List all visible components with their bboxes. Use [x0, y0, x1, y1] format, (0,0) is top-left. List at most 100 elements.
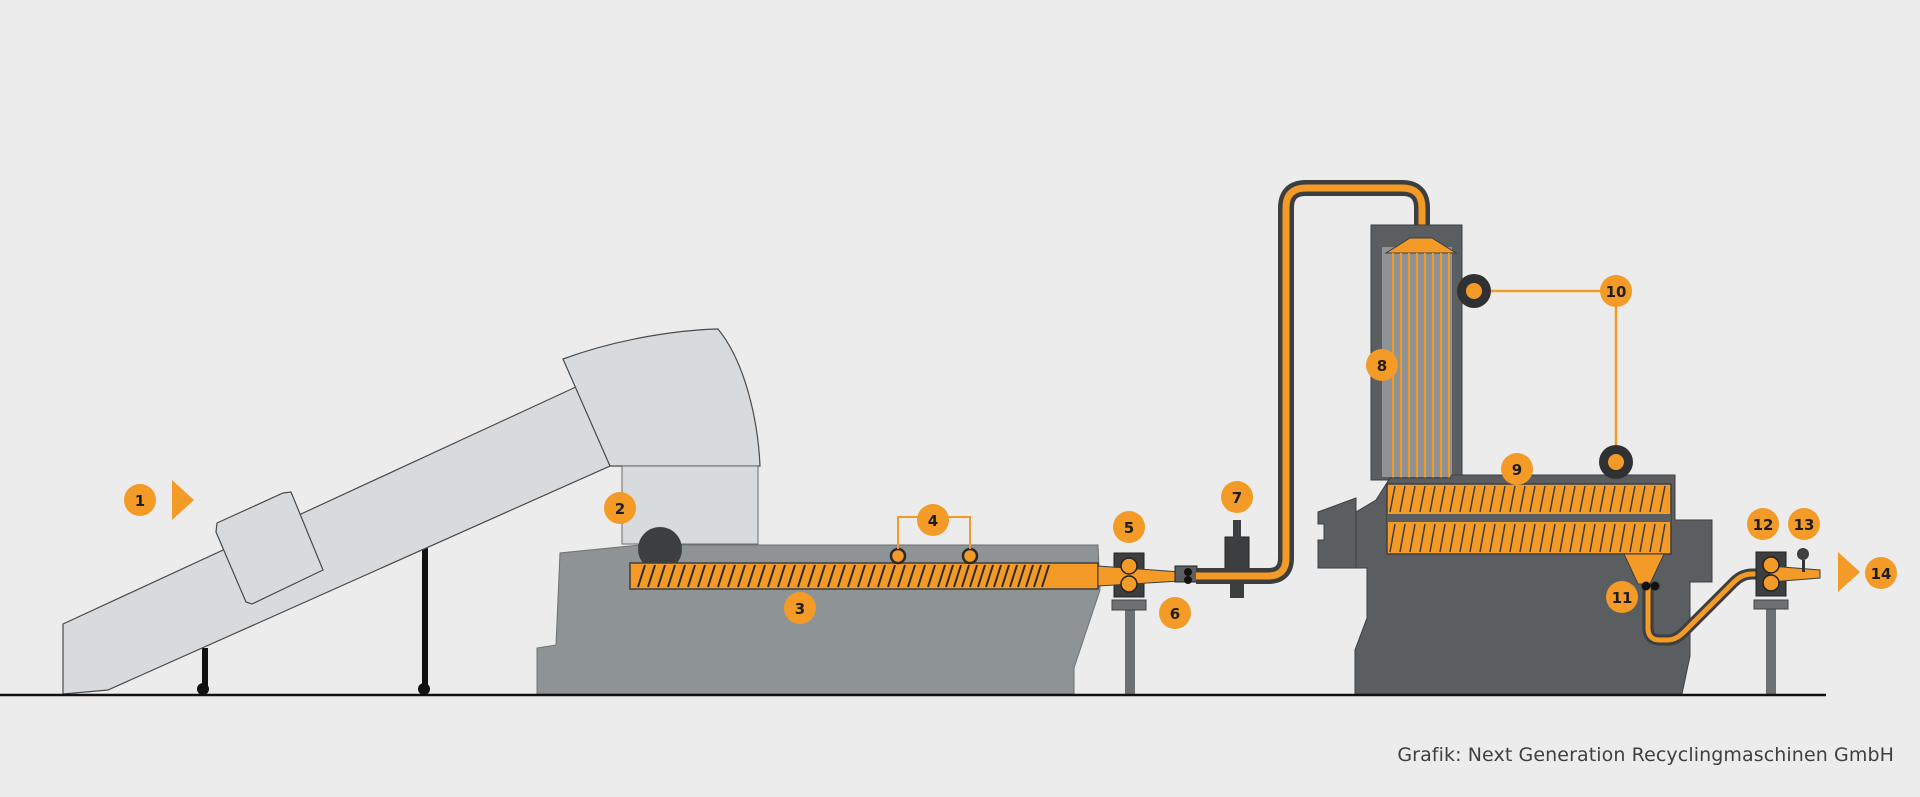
- screw-flight: [817, 564, 826, 588]
- reactor-paddle: [1409, 523, 1416, 553]
- conveyor-wheel-rear: [418, 683, 430, 695]
- callout-1: 1: [124, 484, 156, 516]
- reactor-paddle: [1539, 485, 1546, 513]
- reactor-paddle: [1399, 523, 1406, 553]
- screw-flight: [667, 564, 676, 588]
- vacuum-system: [1457, 274, 1633, 479]
- melt-pump-rotor-a: [1184, 568, 1192, 576]
- viscosity-sensor-head: [1797, 548, 1809, 560]
- reactor-paddle: [1529, 523, 1536, 553]
- vacuum-pump-lower-core: [1608, 454, 1624, 470]
- callout-label: 3: [795, 600, 805, 618]
- reactor-paddle: [1629, 485, 1636, 513]
- screw-flight: [657, 564, 666, 588]
- callout-label: 9: [1512, 461, 1522, 479]
- callout-12: 12: [1747, 508, 1779, 540]
- reactor-paddle: [1619, 485, 1626, 513]
- final-screen-changer: [1753, 548, 1821, 694]
- screw-flight: [717, 564, 726, 588]
- reactor-paddle: [1519, 523, 1526, 553]
- callout-4: 4: [917, 504, 949, 536]
- reactor-paddle: [1449, 523, 1456, 553]
- callout-circle: [1366, 349, 1398, 381]
- reactor-paddle: [1519, 485, 1526, 513]
- screw-flight: [985, 564, 994, 588]
- screw-flight: [969, 564, 978, 588]
- vacuum-pump-upper-core: [1466, 283, 1482, 299]
- reactor-paddle: [1559, 523, 1566, 553]
- conveyor-belt: [62, 328, 761, 695]
- screw-flight: [767, 564, 776, 588]
- screw-flight: [887, 564, 896, 588]
- reactor-paddle: [1559, 485, 1566, 513]
- discharge-pipe-inner: [1645, 571, 1770, 643]
- screw-flight: [837, 564, 846, 588]
- screw-flight: [847, 564, 856, 588]
- screw-flight: [945, 564, 954, 588]
- reactor-paddle: [1389, 523, 1396, 553]
- output-arrow: [1838, 552, 1860, 592]
- final-screen-changer-stand: [1766, 608, 1776, 694]
- reactor-paddle: [1649, 523, 1656, 553]
- callout-label: 12: [1753, 516, 1774, 534]
- discharge-pump-rotor-a: [1641, 581, 1651, 591]
- reactor-paddle: [1419, 485, 1426, 513]
- reactor-paddle: [1629, 523, 1636, 553]
- screw-flight: [1001, 564, 1010, 588]
- screw-flight: [1009, 564, 1018, 588]
- final-screen-disc-bottom: [1762, 574, 1780, 592]
- reactor-paddle: [1479, 523, 1486, 553]
- reactor-paddle: [1469, 523, 1476, 553]
- screw-flight: [953, 564, 962, 588]
- callout-11: 11: [1606, 581, 1638, 613]
- reactor-paddle: [1389, 485, 1396, 513]
- screw-flight: [1017, 564, 1026, 588]
- reactor-paddle: [1539, 523, 1546, 553]
- reactor-paddle: [1639, 523, 1646, 553]
- callout-circle: [1113, 511, 1145, 543]
- screw-flight: [1033, 564, 1042, 588]
- degassing-valve-stem: [1233, 520, 1241, 538]
- callout-10: 10: [1600, 275, 1632, 307]
- reactor-paddle: [1499, 485, 1506, 513]
- screw-flight: [907, 564, 916, 588]
- callout-3: 3: [784, 592, 816, 624]
- reactor-paddle: [1659, 485, 1666, 513]
- callout-circle: [1788, 508, 1820, 540]
- reactor-paddle: [1599, 485, 1606, 513]
- reactor-paddle: [1509, 523, 1516, 553]
- screw-flight: [867, 564, 876, 588]
- final-screen-disc-top: [1762, 556, 1780, 574]
- horizontal-reactor: [1317, 474, 1713, 695]
- reactor-paddle: [1449, 485, 1456, 513]
- discharge-pump-rotor-b: [1650, 581, 1660, 591]
- extruder-unit: [536, 516, 1101, 695]
- callout-circle: [604, 492, 636, 524]
- reactor-paddle: [1549, 523, 1556, 553]
- reactor-paddle: [1429, 523, 1436, 553]
- reactor-paddle: [1649, 485, 1656, 513]
- reactor-paddle: [1479, 485, 1486, 513]
- reactor-paddle: [1429, 485, 1436, 513]
- screw-flight: [937, 564, 946, 588]
- reactor-paddle: [1659, 523, 1666, 553]
- screw-flight: [737, 564, 746, 588]
- callout-label: 5: [1124, 519, 1134, 537]
- screen-changer-foot: [1111, 599, 1147, 611]
- callout-circle: [784, 592, 816, 624]
- pressure-sensor-b: [961, 547, 979, 565]
- reactor-paddle: [1619, 523, 1626, 553]
- input-arrow: [172, 480, 194, 520]
- melt-pipe-inner: [1196, 184, 1426, 580]
- reactor-paddle: [1459, 523, 1466, 553]
- screw-flight: [687, 564, 696, 588]
- screw-flight: [857, 564, 866, 588]
- screw-flight: [697, 564, 706, 588]
- callout-5: 5: [1113, 511, 1145, 543]
- reactor-paddle: [1609, 485, 1616, 513]
- screw-flight: [961, 564, 970, 588]
- callout-6: 6: [1159, 597, 1191, 629]
- screw-flight: [727, 564, 736, 588]
